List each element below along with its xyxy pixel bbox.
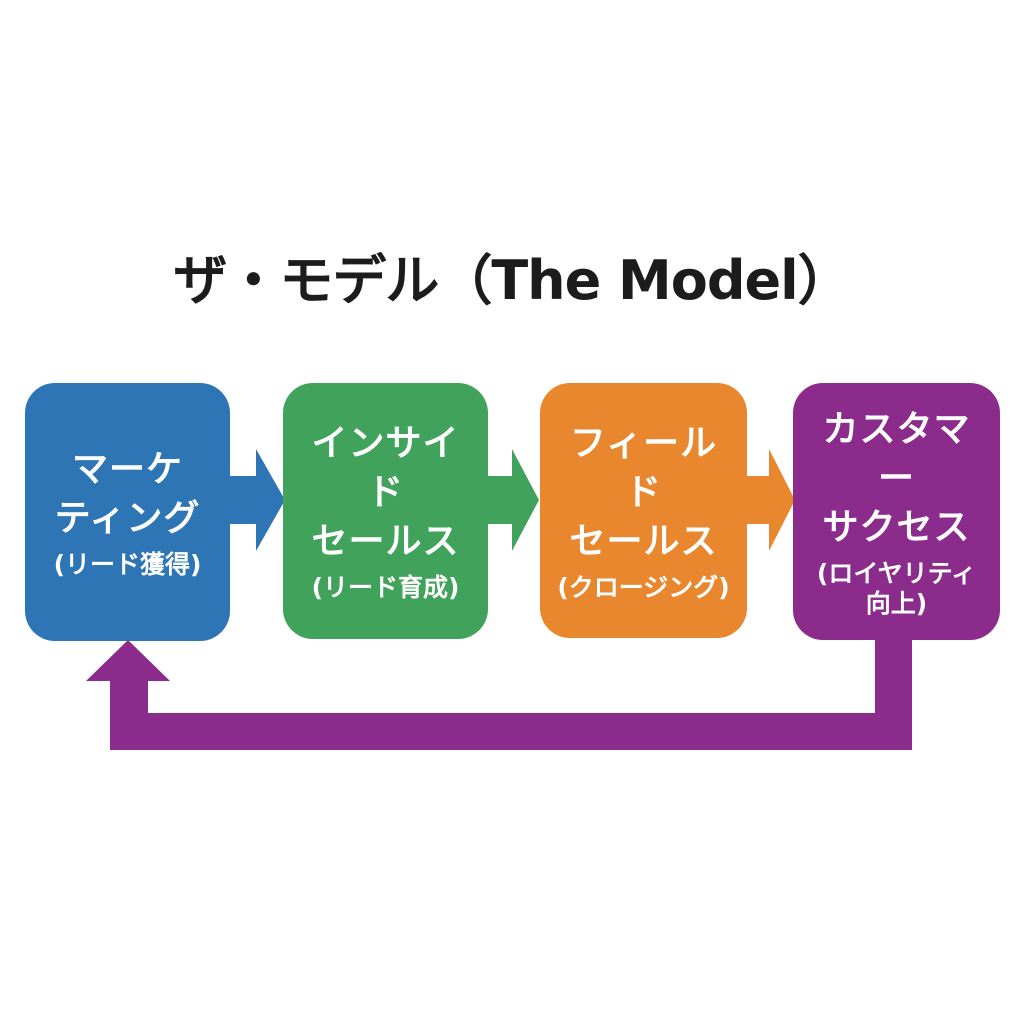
stage-label-line2: ティング xyxy=(54,497,201,539)
stage-label-line1: マーケ xyxy=(71,448,183,490)
feedback-loop-arrow-icon xyxy=(86,636,912,750)
stage-label-line1: フィールド xyxy=(569,422,718,513)
stage-label-line1: カスタマー xyxy=(822,408,971,499)
stage-sublabel: (リード育成) xyxy=(311,573,460,602)
diagram-title: ザ・モデル（The Model） xyxy=(173,249,851,312)
stage-label-line1: インサイド xyxy=(311,423,460,513)
stage-sublabel: (ロイヤリティ向上) xyxy=(816,558,977,618)
stage-box-inside-sales: インサイド セールス (リード育成) xyxy=(283,383,488,639)
flow-arrow-marketing-to-inside-sales-icon xyxy=(226,449,285,551)
flow-arrow-inside-sales-to-field-sales-icon xyxy=(484,449,539,551)
stage-box-marketing: マーケ ティング (リード獲得) xyxy=(25,383,230,641)
stage-label-line2: サクセス xyxy=(822,506,971,548)
stage-sublabel: (リード獲得) xyxy=(53,549,202,579)
stage-box-field-sales: フィールド セールス (クロージング) xyxy=(540,383,747,638)
flow-arrow-field-sales-to-customer-success-icon xyxy=(744,449,795,551)
stage-sublabel: (クロージング) xyxy=(557,572,730,602)
stage-label-line2: セールス xyxy=(311,521,460,562)
stage-box-customer-success: カスタマー サクセス (ロイヤリティ向上) xyxy=(793,383,1000,640)
stage-label-line2: セールス xyxy=(569,520,718,562)
